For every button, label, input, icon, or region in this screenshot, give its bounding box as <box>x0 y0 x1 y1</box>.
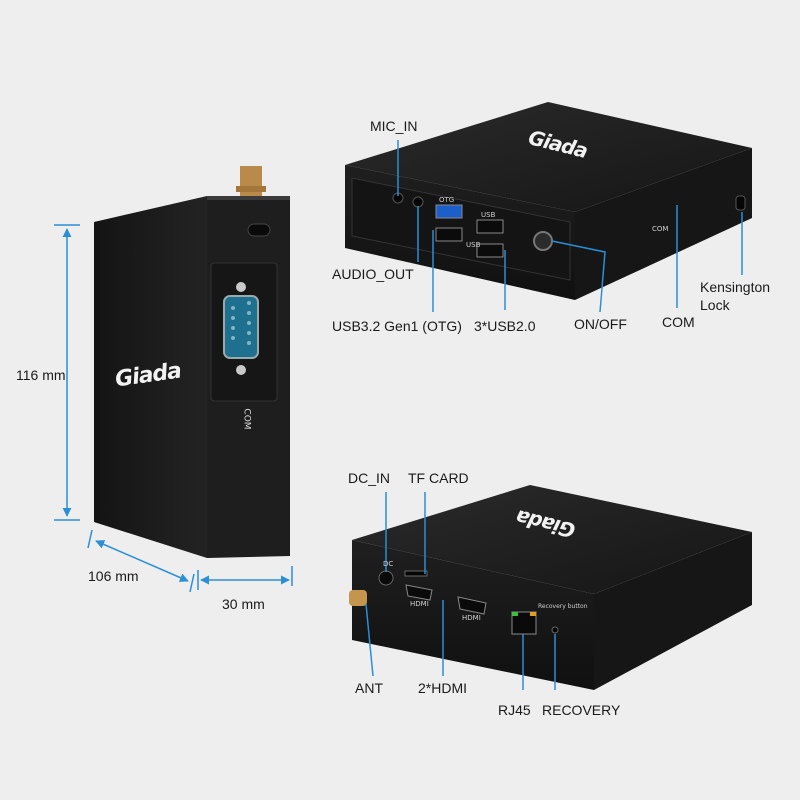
side-com-mark: COM <box>241 408 252 430</box>
usb-top-mark: USB <box>481 211 496 219</box>
rear-top-cover <box>352 485 752 594</box>
rear-right-face <box>594 532 752 690</box>
hdmi-port-2 <box>457 596 487 615</box>
height-dimension: 116 mm <box>16 367 66 383</box>
recovery-hole <box>551 626 559 634</box>
right-face <box>575 148 752 300</box>
power-label: ON/OFF <box>574 316 627 332</box>
serial-port <box>223 295 259 359</box>
rj45-label: RJ45 <box>498 702 531 718</box>
dc-in-label: DC_IN <box>348 470 391 486</box>
side-view-device <box>94 166 290 558</box>
usb32-label: USB3.2 Gen1 (OTG) <box>332 318 462 334</box>
side-panel <box>94 196 207 558</box>
kensington-label-line2: Lock <box>700 297 730 313</box>
usb2-port-2 <box>476 243 504 258</box>
rj45-port <box>511 611 537 635</box>
front-view-device <box>345 102 752 300</box>
dimension-lines <box>54 224 293 593</box>
hdmi-label: 2*HDMI <box>418 680 468 696</box>
audio-out-label: AUDIO_OUT <box>332 266 414 282</box>
usb3-port <box>435 204 463 219</box>
tf-card-label: TF CARD <box>408 470 469 486</box>
rear-front-face <box>352 540 594 690</box>
front-com-mark: COM <box>652 225 669 233</box>
tf-slot <box>404 570 428 577</box>
lock-slot <box>247 223 271 237</box>
usb20-label: 3*USB2.0 <box>474 318 536 334</box>
ant-label: ANT <box>355 680 383 696</box>
com-label: COM <box>662 314 695 330</box>
rear-antenna <box>349 590 367 606</box>
dc-mark: DC <box>383 560 394 568</box>
hdmi1-mark: HDMI <box>410 600 429 608</box>
otg-mark: OTG <box>439 196 455 204</box>
usb2-port-1 <box>476 219 504 234</box>
dc-jack <box>378 570 394 586</box>
hdmi-port-1 <box>405 584 433 601</box>
usb-otg-port <box>435 227 463 242</box>
power-button <box>533 231 553 251</box>
kensington-slot <box>735 195 746 211</box>
mic-in-label: MIC_IN <box>370 118 418 134</box>
recovery-label: RECOVERY <box>542 702 621 718</box>
top-cover <box>345 102 752 212</box>
width-dimension: 30 mm <box>222 596 265 612</box>
recovery-mark: Recovery button <box>538 603 588 610</box>
callout-lines <box>365 140 743 690</box>
usb-bottom-mark: USB <box>466 241 481 249</box>
audio-jack <box>412 196 424 208</box>
rear-view-device <box>349 485 752 690</box>
hdmi2-mark: HDMI <box>462 614 481 622</box>
depth-dimension: 106 mm <box>88 568 139 584</box>
kensington-label-line1: Kensington <box>700 279 771 295</box>
